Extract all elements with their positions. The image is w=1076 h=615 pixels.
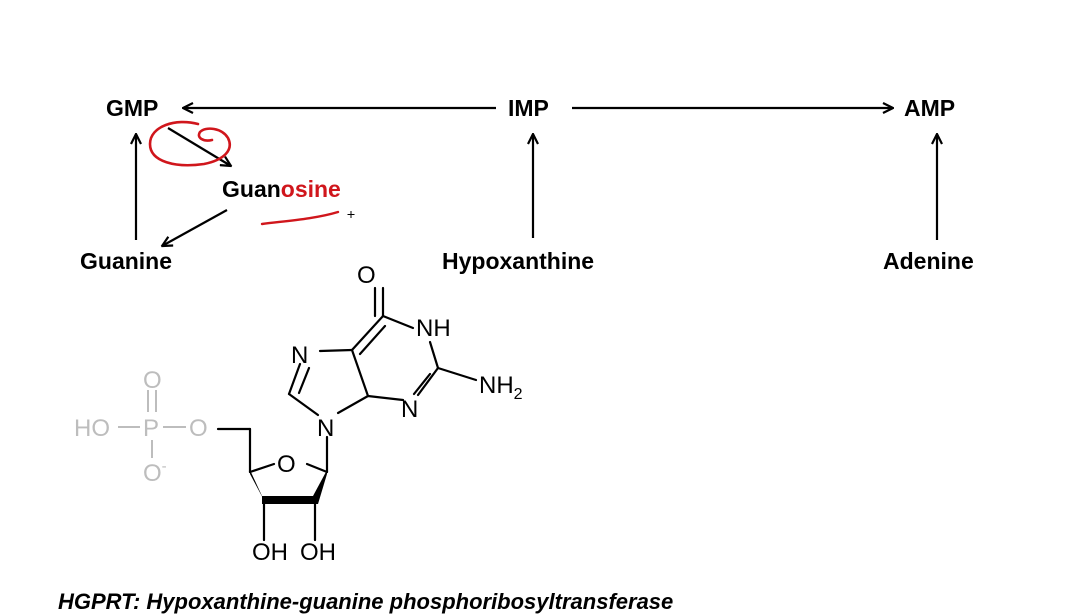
- ribose-wedge-right: [313, 470, 327, 504]
- guanosine-label-red: osine: [280, 176, 341, 202]
- arrow-gmp-to-guanosine: [167, 127, 231, 166]
- atom-oh-left: OH: [252, 539, 288, 566]
- imp-label: IMP: [508, 95, 549, 121]
- gmp-label: GMP: [106, 95, 159, 121]
- footer-caption: HGPRT: Hypoxanthine-guanine phosphoribos…: [58, 589, 674, 614]
- amp-label: AMP: [904, 95, 956, 121]
- phosphate-o-top: O: [143, 367, 162, 394]
- guanosine-label-black: Guan: [222, 176, 281, 202]
- hypoxanthine-label: Hypoxanthine: [442, 248, 595, 274]
- atom-ring-o: O: [277, 451, 296, 478]
- molecule-bonds: [216, 286, 478, 542]
- phosphate-bonds: [118, 390, 186, 458]
- atom-n9: N: [317, 415, 334, 442]
- atom-oh-right: OH: [300, 539, 336, 566]
- red-circle-annotation: [148, 120, 231, 167]
- red-underline-annotation: [260, 210, 340, 226]
- phosphate-p: P: [143, 415, 159, 442]
- adenine-label: Adenine: [883, 248, 974, 274]
- phosphate-o-minus: O-: [143, 458, 167, 487]
- arrow-guanosine-to-guanine: [162, 209, 228, 246]
- guanosine-label: Guanosine: [222, 178, 341, 201]
- guanine-label: Guanine: [80, 248, 173, 274]
- atom-nh: NH: [416, 315, 451, 342]
- phosphate-o-link: O: [189, 415, 208, 442]
- phosphate-ho: HO: [74, 415, 110, 442]
- ribose-bottom-bond: [262, 496, 318, 504]
- atom-n3: N: [401, 396, 418, 423]
- cursor-icon: [347, 211, 355, 218]
- atom-n7: N: [291, 342, 308, 369]
- atom-o-carbonyl: O: [357, 262, 376, 289]
- atom-nh2: NH2: [479, 372, 523, 403]
